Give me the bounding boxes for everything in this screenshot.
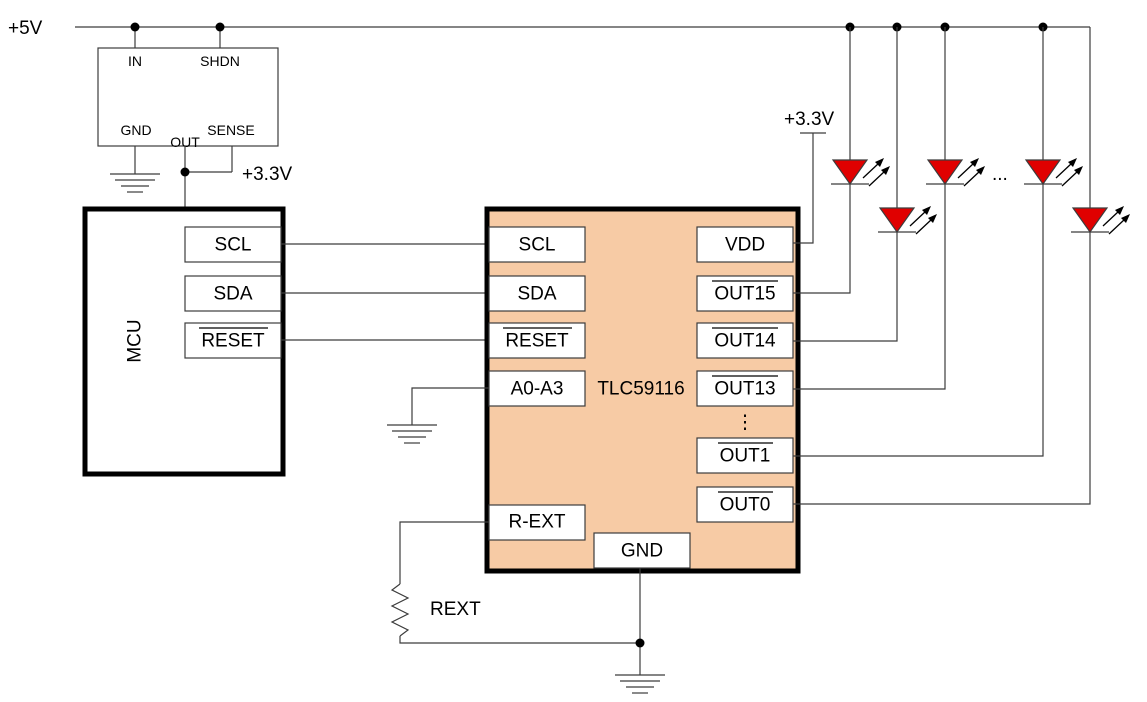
v5-label: +5V: [8, 18, 43, 39]
mcu: MCU SCL SDA RESET: [82, 206, 286, 477]
led-13: [793, 27, 985, 390]
driver-pin-rext-label: R-EXT: [509, 512, 566, 533]
driver-pin-reset-label: RESET: [505, 331, 569, 352]
driver-pin-out15-label: OUT15: [714, 284, 775, 305]
driver-pin-scl-label: SCL: [519, 235, 556, 256]
driver-pin-rext: [488, 504, 586, 541]
mcu-pin-sda-label: SDA: [213, 284, 252, 305]
driver-name: TLC59116: [597, 379, 684, 400]
driver-pin-addr: [488, 370, 586, 407]
driver-pin-out15: [696, 275, 794, 312]
driver-pin-out14: [696, 322, 794, 359]
driver-pin-gnd: [593, 532, 691, 569]
driver-pin-out0-label: OUT0: [720, 495, 771, 516]
mcu-label: MCU: [125, 319, 146, 362]
driver-pin-vdd: [696, 226, 794, 263]
led-ellipsis: ...: [992, 164, 1008, 185]
ground-symbol-addr: [387, 424, 437, 444]
v33-regulator-label: +3.3V: [242, 164, 293, 185]
wire-rext-return: [399, 636, 640, 644]
driver-vdots: ⋮: [736, 413, 755, 434]
driver-pin-gnd-label: GND: [621, 541, 663, 562]
resistor-rext: [390, 583, 410, 637]
driver-pin-addr-label: A0-A3: [511, 379, 564, 400]
resistor-rext-label: REXT: [430, 599, 481, 620]
regulator: IN SHDN GND OUT SENSE +3.3V: [97, 22, 293, 207]
regulator-sense-label: SENSE: [207, 122, 254, 138]
driver-pin-out0: [696, 486, 794, 523]
v33-vdd-label: +3.3V: [784, 109, 835, 130]
junction-shdn: [215, 22, 225, 32]
regulator-shdn-label: SHDN: [200, 53, 240, 69]
mcu-pin-scl: [184, 226, 282, 263]
driver-pin-sda-label: SDA: [517, 284, 556, 305]
ground-symbol-driver: [615, 674, 665, 694]
driver-pin-out13: [696, 370, 794, 407]
wire-addr-gnd: [411, 387, 489, 425]
led-15: [793, 27, 890, 294]
driver-pin-out1-label: OUT1: [720, 446, 771, 467]
wire-vdd: [793, 133, 814, 244]
driver-pin-sda: [488, 275, 586, 312]
driver-pin-out13-label: OUT13: [714, 379, 775, 400]
mcu-pin-reset-label: RESET: [201, 331, 265, 352]
junction-out: [180, 167, 190, 177]
driver-pin-vdd-label: VDD: [725, 235, 765, 256]
mcu-pin-scl-label: SCL: [215, 235, 252, 256]
led-1: [793, 27, 1083, 457]
driver-pin-out14-label: OUT14: [714, 331, 776, 352]
driver-chip: TLC59116 SCL SDA RESET A0-A3 R-EXT GND V…: [484, 206, 801, 574]
regulator-out-label: OUT: [170, 134, 200, 150]
junction-in: [130, 22, 140, 32]
regulator-in-label: IN: [128, 53, 142, 69]
ground-symbol-regulator: [110, 173, 160, 193]
driver-pin-out1: [696, 437, 794, 474]
mcu-pin-reset: [184, 322, 282, 359]
led-14: [793, 27, 937, 342]
regulator-gnd-label: GND: [120, 122, 151, 138]
junction-gnd: [635, 638, 645, 648]
driver-pin-reset: [488, 322, 586, 359]
led-0: [793, 206, 1130, 505]
driver-pin-scl: [488, 226, 586, 263]
wire-rext: [399, 521, 489, 584]
regulator-body: [97, 47, 279, 147]
